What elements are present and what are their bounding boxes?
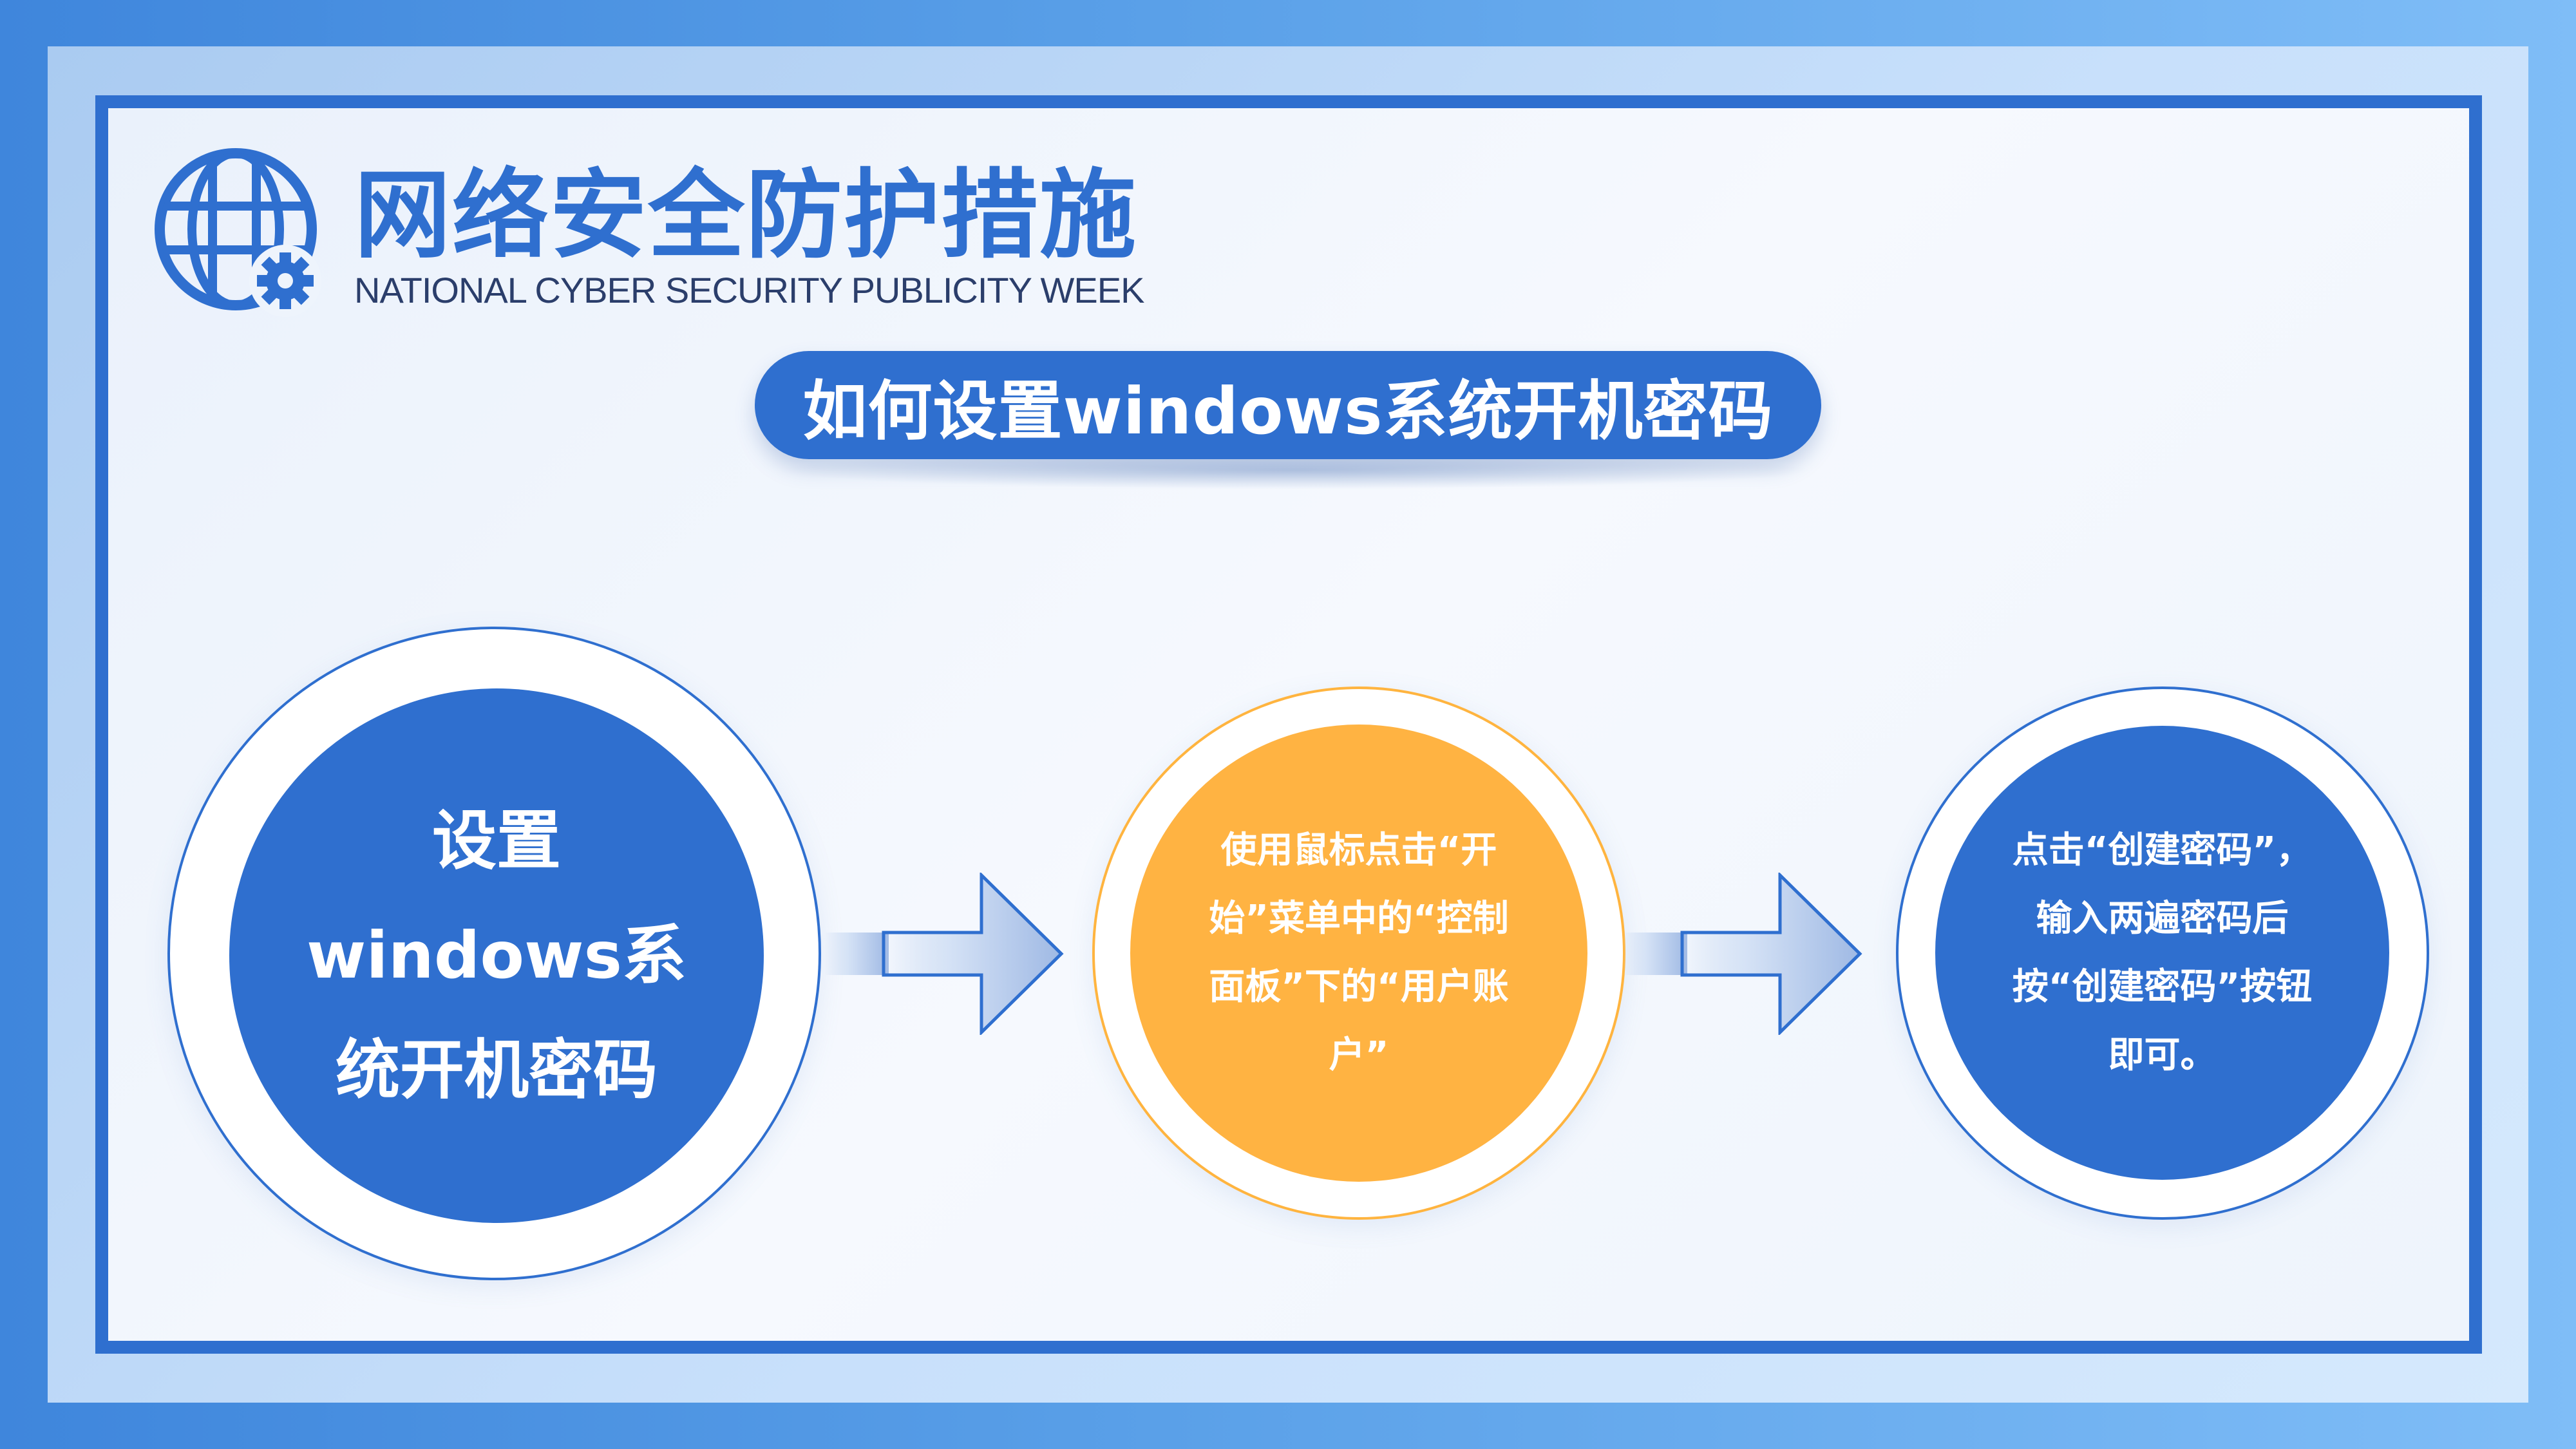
page-title: 网络安全防护措施 bbox=[354, 160, 1138, 272]
step-1-circle: 设置windows系统开机密码 bbox=[229, 688, 764, 1223]
globe-gear-icon bbox=[155, 148, 321, 317]
step-2-circle: 使用鼠标点击“开始”菜单中的“控制面板”下的“用户账户” bbox=[1130, 724, 1587, 1182]
banner-pill: 如何设置windows系统开机密码 bbox=[755, 351, 1821, 459]
step-3-circle: 点击“创建密码”，输入两遍密码后按“创建密码”按钮即可。 bbox=[1935, 726, 2389, 1180]
right-arrow-icon bbox=[824, 873, 1064, 1035]
right-arrow-icon bbox=[1623, 873, 1862, 1035]
step-1-text: 设置windows系统开机密码 bbox=[306, 803, 687, 1108]
step-3-text: 点击“创建密码”，输入两遍密码后按“创建密码”按钮即可。 bbox=[2012, 829, 2313, 1076]
banner-title: 如何设置windows系统开机密码 bbox=[802, 373, 1774, 449]
page-subtitle: NATIONAL CYBER SECURITY PUBLICITY WEEK bbox=[354, 270, 1144, 310]
step-2-text: 使用鼠标点击“开始”菜单中的“控制面板”下的“用户账户” bbox=[1209, 829, 1509, 1076]
